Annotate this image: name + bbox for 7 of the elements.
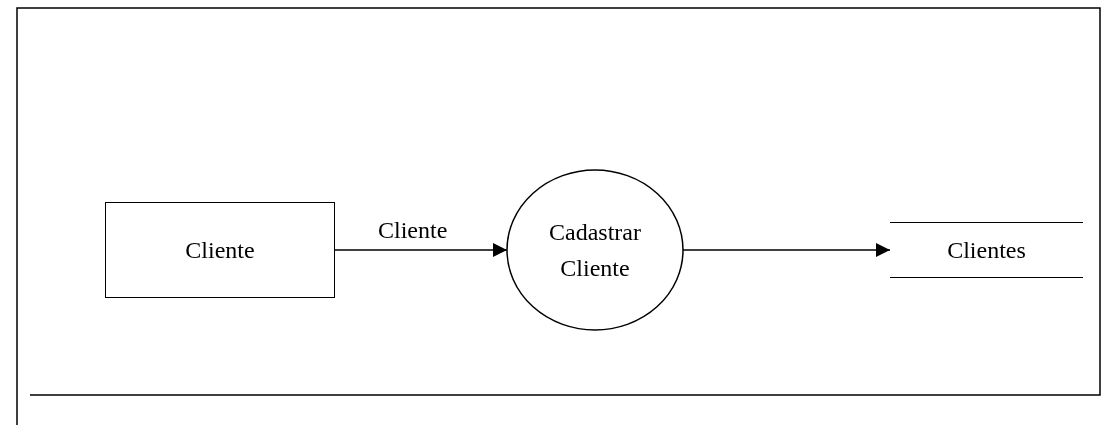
process-circle — [507, 170, 683, 330]
arrow — [334, 243, 508, 257]
external-entity-box — [105, 202, 335, 298]
node-text: Clientes — [946, 236, 1027, 265]
node-text: Cadastrar Cliente — [548, 218, 642, 283]
data-store — [890, 222, 1083, 278]
node-text: Cliente — [184, 236, 256, 265]
